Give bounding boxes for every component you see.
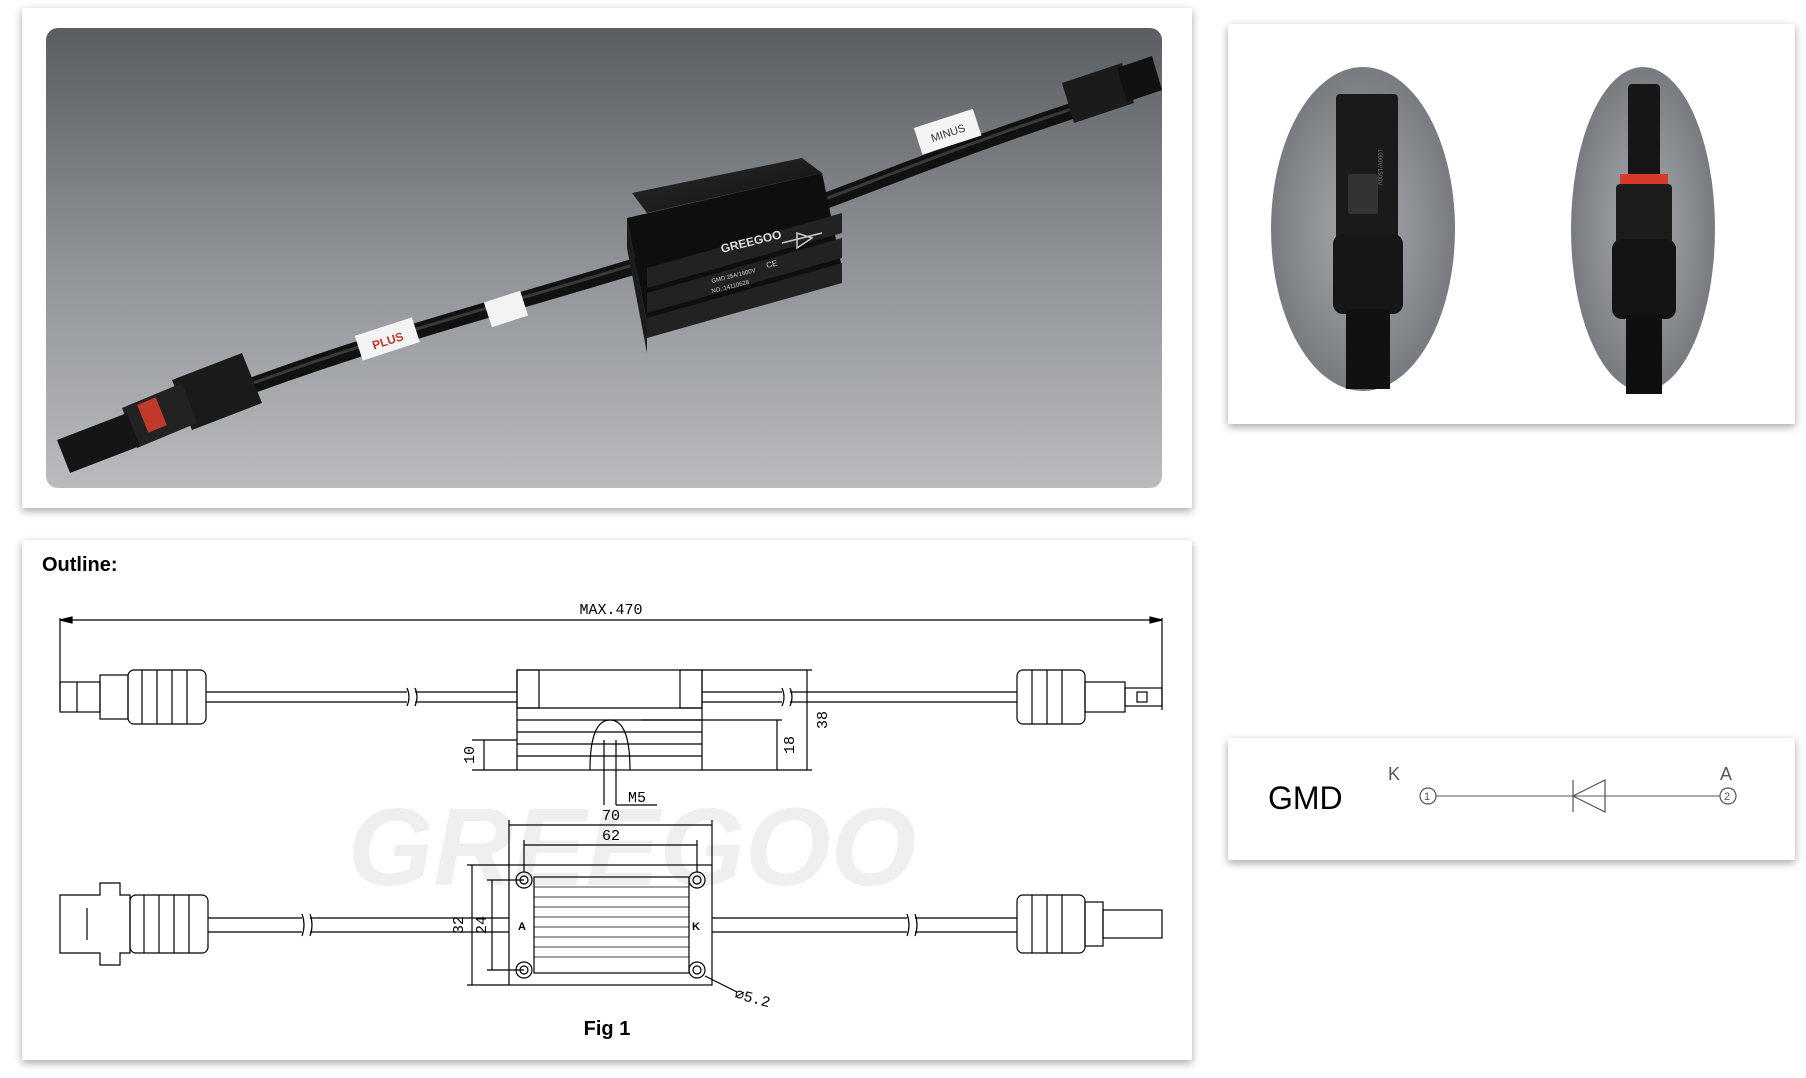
k-pin-number: 1 <box>1424 791 1430 803</box>
watermark: GREEGOO <box>348 786 916 909</box>
right-connector <box>1062 56 1162 123</box>
box-diode-symbol-icon <box>781 231 823 250</box>
white-band <box>483 290 529 328</box>
terminal-cathode-label: K <box>692 921 700 933</box>
top-view <box>59 864 1163 986</box>
k-label: K <box>1388 764 1400 784</box>
dim-hole-diameter: ⌀5.2 <box>733 986 772 1012</box>
dim-total-length: MAX.470 <box>579 602 642 619</box>
a-label: A <box>1720 764 1732 784</box>
left-connector <box>57 353 262 473</box>
dim-height-body: 18 <box>782 736 799 754</box>
outline-title: Outline: <box>42 554 118 576</box>
diode-icon <box>1571 779 1606 813</box>
terminal-anode-label: A <box>518 921 526 933</box>
symbol-name: GMD <box>1268 780 1343 816</box>
minus-tag: MINUS <box>913 108 982 155</box>
diode-box: GREEGOO GMD 25A/1600V NO.:14110628 CE <box>627 158 842 353</box>
figure-caption: Fig 1 <box>583 1018 631 1040</box>
a-pin-number: 2 <box>1724 791 1730 803</box>
connector-closeup-panel: 1000V/1500V <box>1228 24 1795 424</box>
side-view <box>59 669 1163 805</box>
diode-symbol: K A 1 2 <box>1388 764 1737 813</box>
product-photo: PLUS MINUS GREEGOO GMD 25A/1600V NO.:141… <box>46 28 1162 488</box>
dim-depth-outer: 32 <box>451 916 468 934</box>
dim-depth-inner: 24 <box>474 916 491 934</box>
dim-thread: M5 <box>628 790 646 807</box>
connector-closeups: 1000V/1500V <box>1271 67 1715 394</box>
symbol-panel: GMD K A 1 2 <box>1228 738 1795 860</box>
male-connector-photo <box>1571 67 1715 394</box>
product-photo-panel: PLUS MINUS GREEGOO GMD 25A/1600V NO.:141… <box>22 8 1192 508</box>
outline-panel: Outline: GREEGOO <box>22 540 1192 1060</box>
dim-height-total: 38 <box>815 711 832 729</box>
dim-height-foot: 10 <box>462 746 479 764</box>
box-ce: CE <box>765 259 778 270</box>
left-connector-label: 1000V/1500V <box>1376 149 1382 185</box>
female-connector-photo: 1000V/1500V <box>1271 67 1455 391</box>
dim-width-outer: 70 <box>602 808 620 825</box>
plus-tag: PLUS <box>354 317 420 361</box>
dim-width-inner: 62 <box>602 828 620 845</box>
photo-background <box>46 28 1162 488</box>
outline-drawing: GREEGOO <box>59 602 1163 1012</box>
